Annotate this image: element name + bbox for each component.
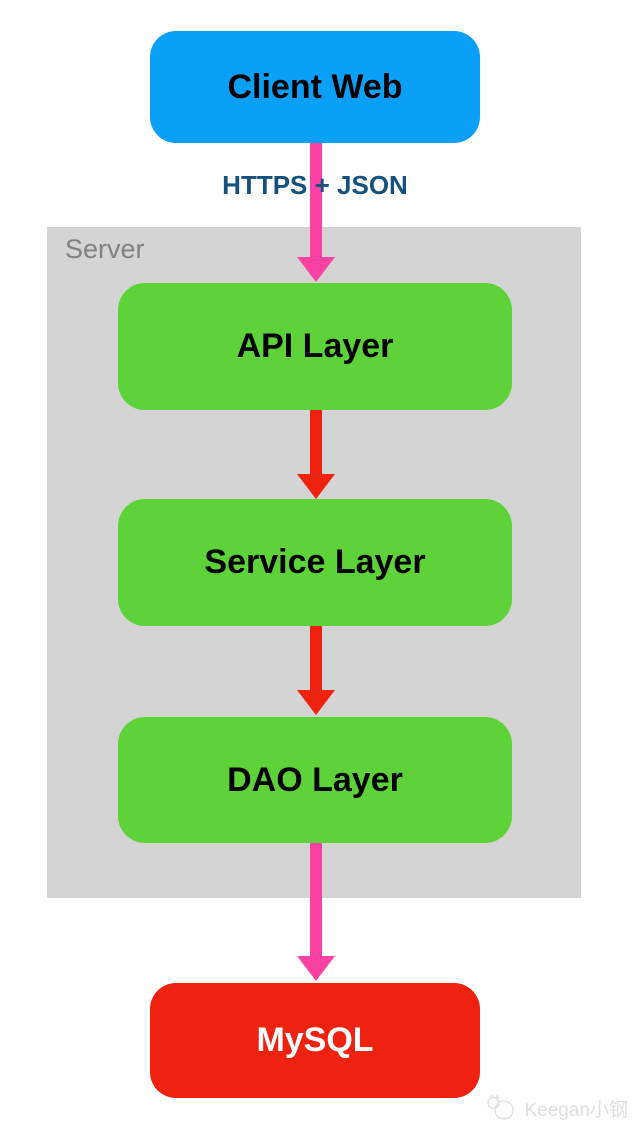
node-mysql-label: MySQL [256,1021,374,1059]
node-dao-layer: DAO Layer [118,717,512,843]
arrow-head-icon [297,257,335,282]
node-mysql: MySQL [150,983,480,1098]
node-client-web: Client Web [150,31,480,143]
watermark: Keegan小钢 [484,1094,628,1122]
node-service-layer-label: Service Layer [204,543,426,581]
node-api-layer: API Layer [118,283,512,410]
arrow-head-icon [297,690,335,715]
node-dao-layer-label: DAO Layer [227,760,403,799]
arrow-shaft [310,843,322,957]
edge-label-https-json: HTTPS + JSON [222,170,408,200]
arrow-shaft [310,143,322,258]
cat-sketch-icon [487,1094,515,1120]
arrow-head-icon [297,956,335,981]
node-service-layer: Service Layer [118,499,512,626]
watermark-text: Keegan小钢 [524,1099,628,1121]
arrow-head-icon [297,474,335,499]
node-client-web-label: Client Web [227,67,403,106]
arrow-shaft [310,410,322,476]
node-api-layer-label: API Layer [236,327,394,365]
arrow-shaft [310,626,322,692]
server-container-label: Server [65,234,145,264]
